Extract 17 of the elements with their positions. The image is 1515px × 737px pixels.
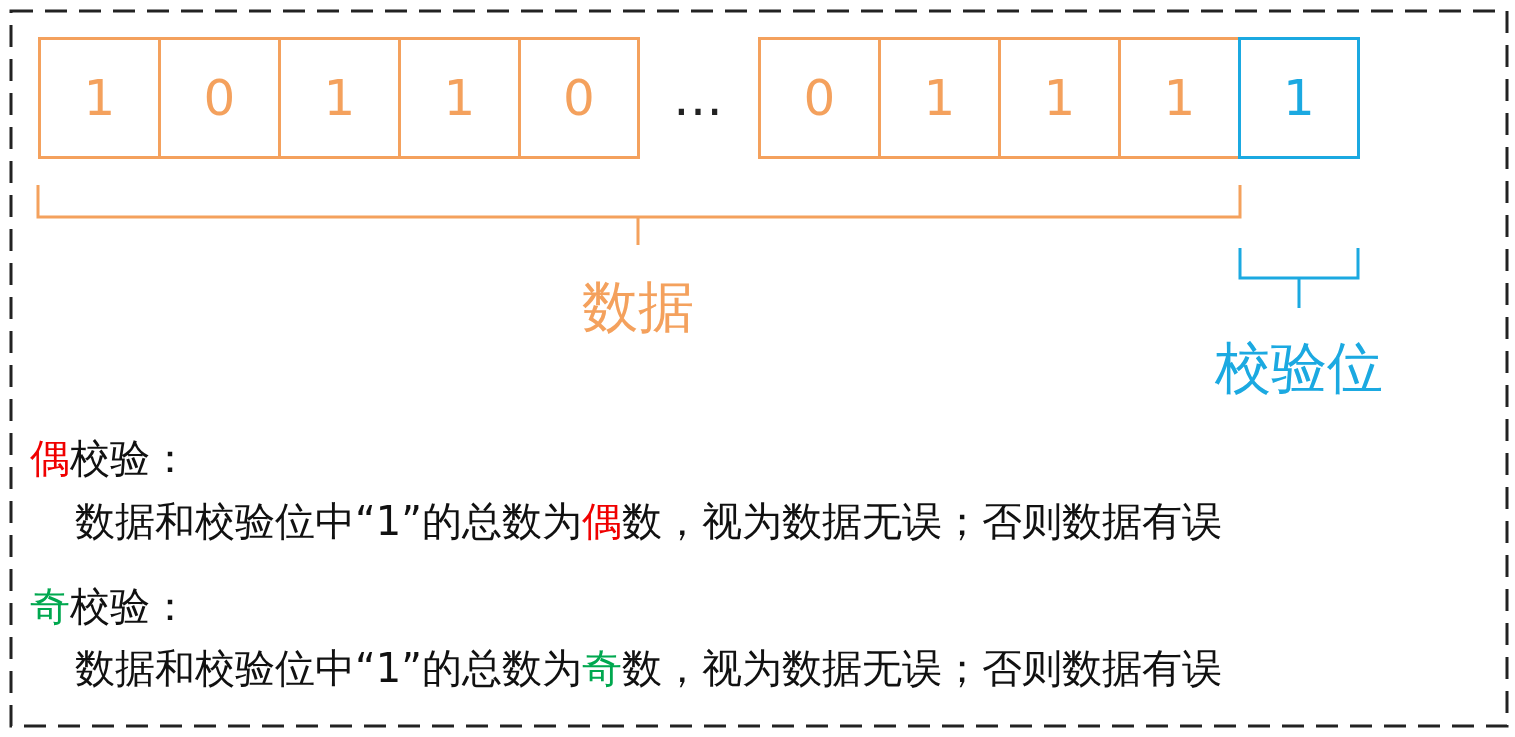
bracket-label: 数据	[582, 279, 694, 335]
ellipsis: …	[673, 73, 723, 123]
bit-cell: 1	[998, 37, 1121, 159]
bit-cell: 1	[398, 37, 521, 159]
heading: 偶校验：	[30, 438, 190, 478]
bracket-label: 校验位	[1215, 340, 1383, 396]
bit-cell: 0	[518, 37, 640, 159]
bit-cell: 1	[1118, 37, 1241, 159]
heading: 奇校验：	[30, 586, 190, 626]
bit-cell: 0	[158, 37, 281, 159]
bit-cell: 1	[38, 37, 161, 159]
description-text: 数据和校验位中“1”的总数为奇数，视为数据无误；否则数据有误	[75, 648, 1222, 688]
bit-cell: 1	[878, 37, 1001, 159]
description-text: 数据和校验位中“1”的总数为偶数，视为数据无误；否则数据有误	[75, 501, 1222, 541]
bit-cell: 1	[1238, 37, 1360, 159]
bit-cell: 1	[278, 37, 401, 159]
bit-cell: 0	[758, 37, 881, 159]
